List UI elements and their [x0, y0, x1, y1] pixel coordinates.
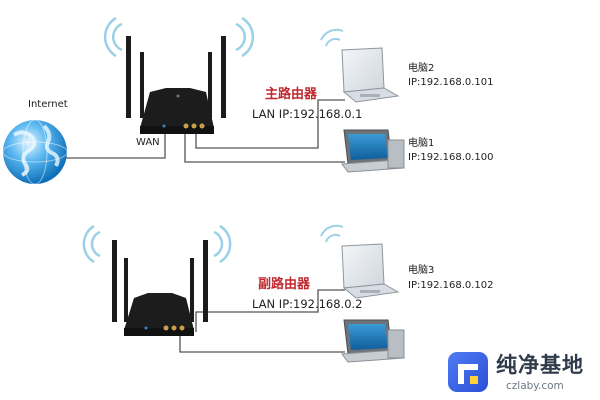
main-router-title: 主路由器	[265, 87, 318, 102]
wan-label: WAN	[136, 137, 160, 148]
pc1-ip: IP:192.168.0.100	[408, 152, 494, 163]
desktop-pc4-icon	[341, 319, 406, 363]
cable-main-pc2	[195, 99, 345, 149]
watermark-title: 纯净基地	[496, 353, 584, 377]
cable-sub-pc3	[195, 289, 345, 332]
cables	[60, 99, 345, 353]
wifi-waves-icon	[103, 16, 255, 58]
sub-router-lan-ip: LAN IP:192.168.0.2	[252, 297, 363, 311]
main-router-lan-ip: LAN IP:192.168.0.1	[252, 107, 363, 121]
cable-sub-pc4	[179, 332, 345, 353]
sub-router-title: 副路由器	[258, 277, 311, 292]
cable-main-pc1	[184, 132, 345, 163]
cable-internet-wan	[60, 132, 166, 159]
pc3-name: 电脑3	[408, 265, 435, 276]
wifi-waves-icon	[82, 224, 232, 264]
laptop-pc2-icon	[320, 28, 400, 103]
internet-globe-icon	[2, 119, 68, 185]
watermark-url: czlaby.com	[506, 380, 564, 392]
main-router-icon	[103, 16, 255, 134]
pc3-ip: IP:192.168.0.102	[408, 280, 494, 291]
watermark-logo-icon	[448, 352, 488, 392]
internet-label: Internet	[28, 99, 68, 110]
sub-router-icon	[82, 224, 232, 336]
pc2-name: 电脑2	[408, 63, 435, 74]
pc2-ip: IP:192.168.0.101	[408, 77, 494, 88]
laptop-pc3-icon	[320, 224, 400, 299]
pc1-name: 电脑1	[408, 138, 435, 149]
desktop-pc1-icon	[341, 129, 406, 173]
